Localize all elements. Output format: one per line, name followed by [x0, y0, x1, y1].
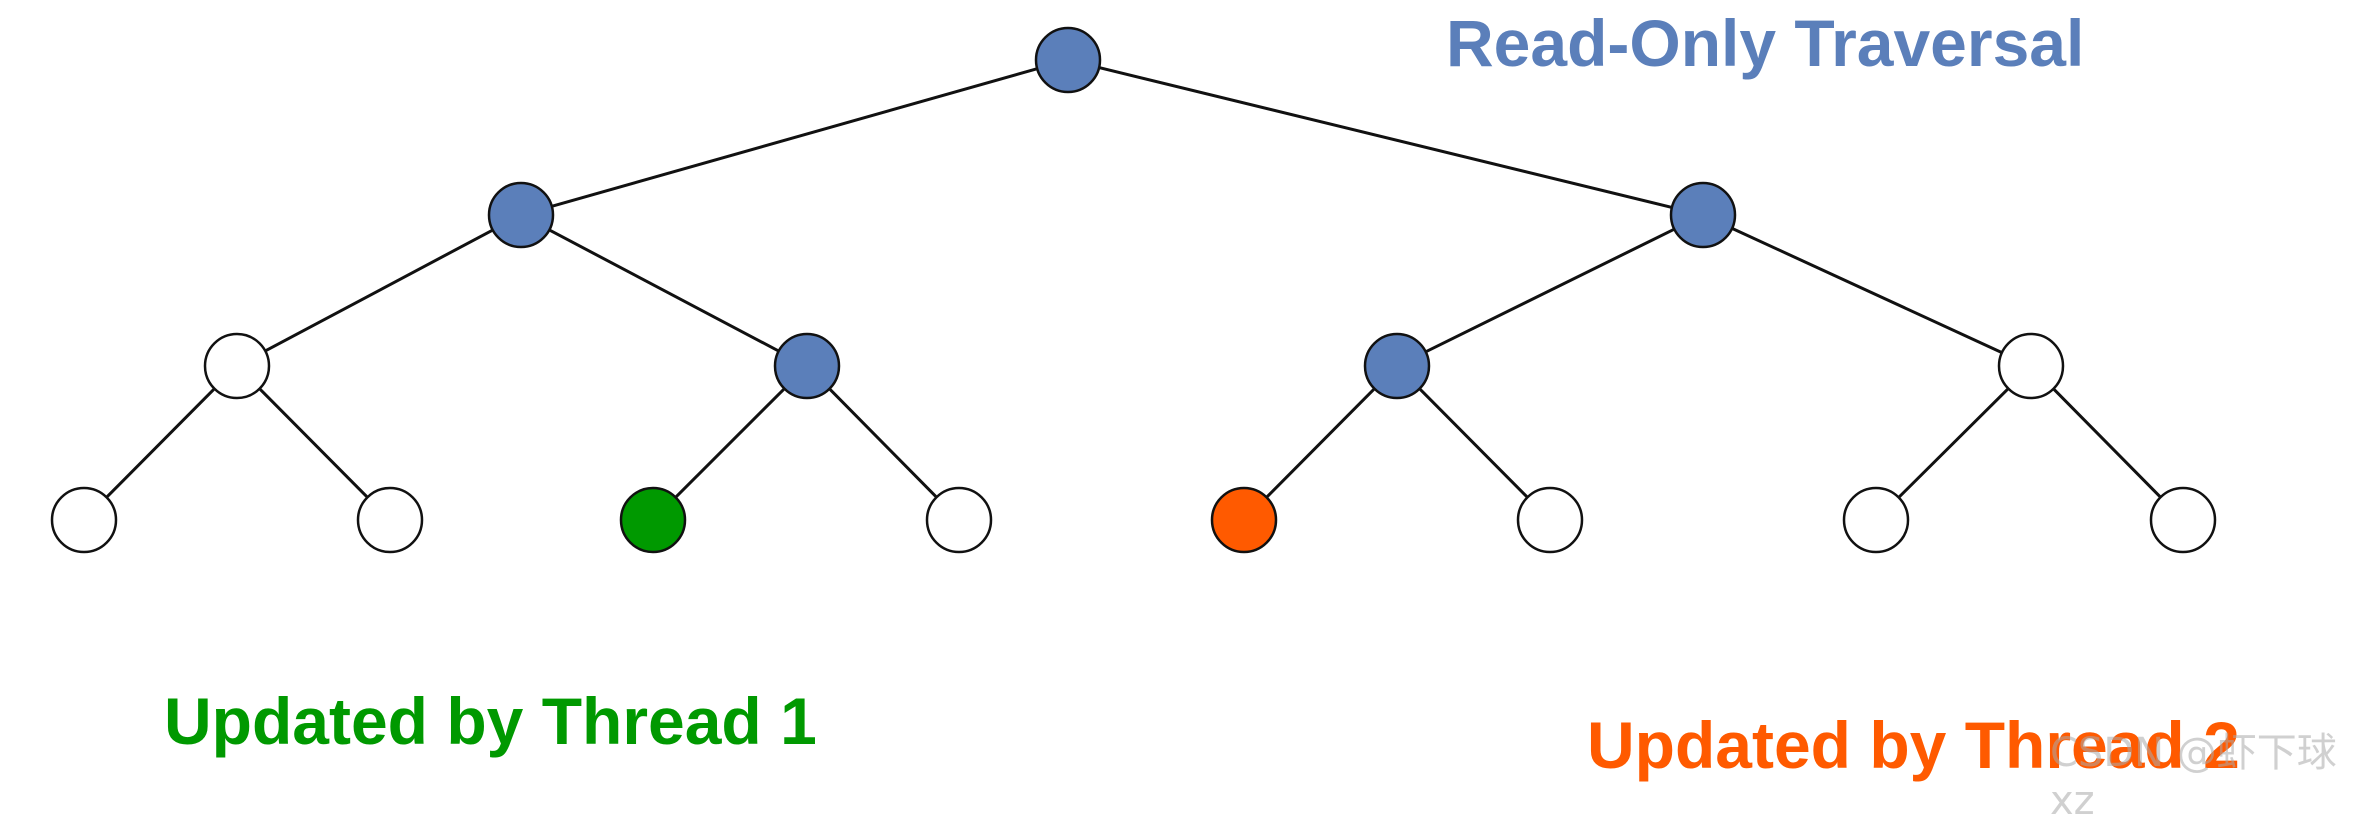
tree-node-thread2	[1210, 486, 1278, 554]
thread1-update-label: Updated by Thread 1	[164, 684, 817, 758]
tree-edge	[548, 228, 780, 353]
tree-edge	[674, 387, 786, 499]
tree-node-traversed	[1034, 26, 1102, 94]
thread2-update-label: Updated by Thread 2	[1587, 708, 2240, 782]
tree-node-untouched	[356, 486, 424, 554]
tree-node-traversed	[1363, 332, 1431, 400]
tree-node-traversed	[773, 332, 841, 400]
tree-nodes	[50, 26, 2217, 554]
tree-node-untouched	[1516, 486, 1584, 554]
watermark: CSDN @虾下球xz	[2050, 730, 2337, 824]
tree-edge	[828, 387, 938, 499]
tree-edge	[1418, 387, 1529, 499]
tree-node-untouched	[203, 332, 271, 400]
tree-edge	[258, 387, 369, 499]
tree-node-untouched	[1842, 486, 1910, 554]
tree-edge	[551, 67, 1038, 208]
tree-node-untouched	[50, 486, 118, 554]
tree-edge	[1731, 227, 2003, 354]
tree-edge	[1098, 66, 1673, 209]
tree-edge	[105, 387, 216, 499]
tree-node-thread1	[619, 486, 687, 554]
tree-node-untouched	[1997, 332, 2065, 400]
tree-edge	[264, 228, 494, 353]
tree-edge	[1897, 387, 2010, 499]
read-only-traversal-label: Read-Only Traversal	[1446, 6, 2085, 80]
tree-edges	[105, 66, 2162, 499]
tree-edge	[1425, 227, 1675, 354]
tree-edge	[2052, 387, 2162, 499]
tree-edge	[1265, 387, 1376, 499]
tree-node-untouched	[2149, 486, 2217, 554]
tree-node-traversed	[487, 181, 555, 249]
tree-node-traversed	[1669, 181, 1737, 249]
tree-node-untouched	[925, 486, 993, 554]
binary-tree-diagram	[50, 26, 2217, 554]
